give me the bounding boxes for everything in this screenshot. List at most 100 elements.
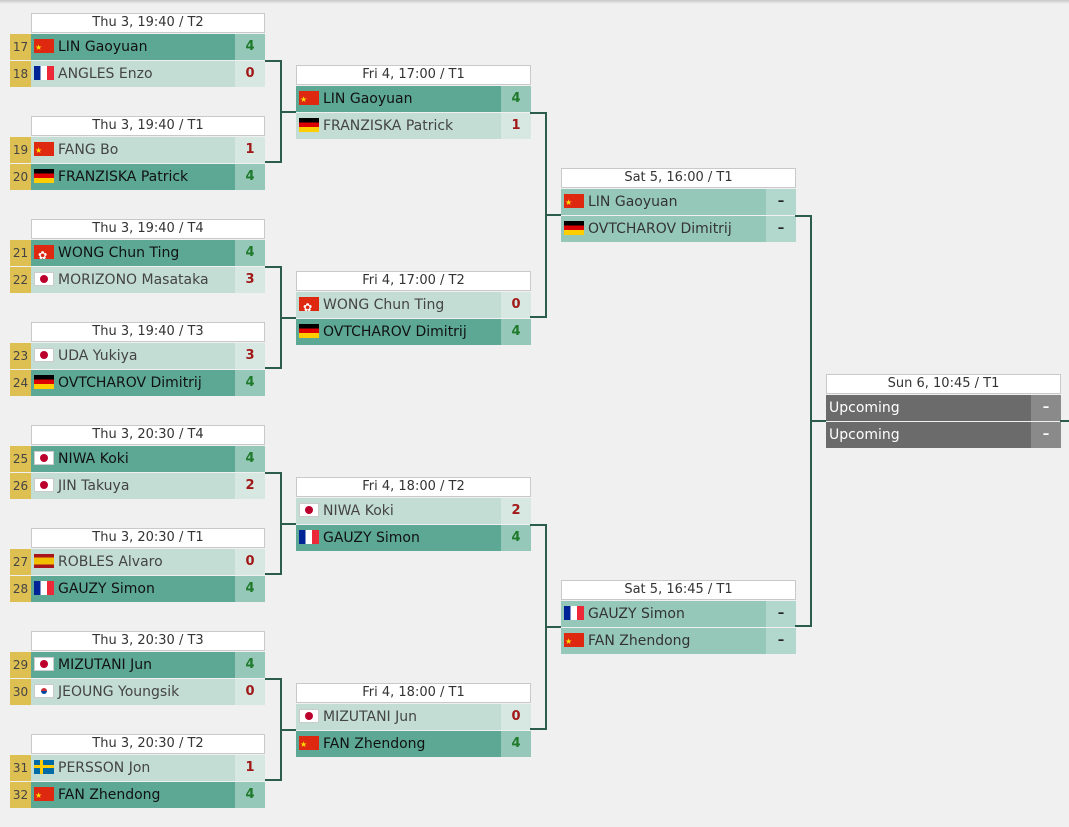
flag-es-icon xyxy=(34,554,54,568)
match-schedule: Thu 3, 20:30 / T4 xyxy=(31,425,265,445)
player-name-cell[interactable]: FANG Bo xyxy=(31,137,235,163)
player-name-cell[interactable]: JEOUNG Youngsik xyxy=(31,679,235,705)
flag-fr-icon xyxy=(34,581,54,595)
bracket-connector xyxy=(795,215,812,627)
player-name-cell[interactable]: GAUZY Simon xyxy=(561,601,766,627)
player-name-cell[interactable]: WONG Chun Ting xyxy=(31,240,235,266)
player-name-cell[interactable]: OVTCHAROV Dimitrij xyxy=(296,319,501,345)
player-name: FRANZISKA Patrick xyxy=(323,118,454,134)
player-name-cell[interactable]: NIWA Koki xyxy=(296,498,501,524)
player-score: 3 xyxy=(235,343,265,369)
player-name-cell[interactable]: LIN Gaoyuan xyxy=(31,34,235,60)
player-name-cell[interactable]: NIWA Koki xyxy=(31,446,235,472)
player-name-cell[interactable]: PERSSON Jon xyxy=(31,755,235,781)
player-name-cell[interactable]: FAN Zhendong xyxy=(561,628,766,654)
player-name: NIWA Koki xyxy=(58,451,129,467)
player-name-cell[interactable]: LIN Gaoyuan xyxy=(561,189,766,215)
player-name-cell[interactable]: FAN Zhendong xyxy=(31,782,235,808)
player-name-cell[interactable]: GAUZY Simon xyxy=(296,525,501,551)
player-row[interactable]: GAUZY Simon– xyxy=(561,601,796,627)
player-name-cell[interactable]: ROBLES Alvaro xyxy=(31,549,235,575)
match-card[interactable]: Thu 3, 19:40 / T421WONG Chun Ting422MORI… xyxy=(10,219,265,293)
player-name-cell[interactable]: MORIZONO Masataka xyxy=(31,267,235,293)
player-name-cell[interactable]: OVTCHAROV Dimitrij xyxy=(561,216,766,242)
player-name-cell[interactable]: FRANZISKA Patrick xyxy=(31,164,235,190)
player-row[interactable]: FAN Zhendong– xyxy=(561,628,796,654)
player-name-cell[interactable]: JIN Takuya xyxy=(31,473,235,499)
player-name-cell[interactable]: LIN Gaoyuan xyxy=(296,86,501,112)
match-card[interactable]: Thu 3, 19:40 / T217LIN Gaoyuan418ANGLES … xyxy=(10,13,265,87)
player-name-cell[interactable]: UDA Yukiya xyxy=(31,343,235,369)
player-name: OVTCHAROV Dimitrij xyxy=(588,221,732,237)
player-name-cell[interactable]: MIZUTANI Jun xyxy=(296,704,501,730)
player-name-cell[interactable]: FRANZISKA Patrick xyxy=(296,113,501,139)
player-row[interactable]: OVTCHAROV Dimitrij– xyxy=(561,216,796,242)
match-schedule: Thu 3, 19:40 / T2 xyxy=(31,13,265,33)
bracket-connector xyxy=(265,266,282,369)
bracket-connector xyxy=(265,472,282,575)
match-card[interactable]: Fri 4, 17:00 / T2WONG Chun Ting0OVTCHARO… xyxy=(296,271,531,345)
player-row[interactable]: Upcoming– xyxy=(826,395,1061,421)
player-name-cell[interactable]: OVTCHAROV Dimitrij xyxy=(31,370,235,396)
player-name-cell[interactable]: MIZUTANI Jun xyxy=(31,652,235,678)
player-name-cell[interactable]: WONG Chun Ting xyxy=(296,292,501,318)
seed-number: 30 xyxy=(10,679,31,705)
match-schedule: Fri 4, 17:00 / T1 xyxy=(296,65,531,85)
player-name: OVTCHAROV Dimitrij xyxy=(58,375,202,391)
match-card[interactable]: Sat 5, 16:00 / T1LIN Gaoyuan–OVTCHAROV D… xyxy=(561,168,796,242)
player-row[interactable]: LIN Gaoyuan– xyxy=(561,189,796,215)
player-name-cell[interactable]: Upcoming xyxy=(826,395,1031,421)
player-name-cell[interactable]: FAN Zhendong xyxy=(296,731,501,757)
flag-jp-icon xyxy=(34,478,54,492)
player-score: – xyxy=(1031,395,1061,421)
player-row[interactable]: Upcoming– xyxy=(826,422,1061,448)
player-score: 0 xyxy=(235,549,265,575)
player-name: JIN Takuya xyxy=(58,478,130,494)
player-score: 4 xyxy=(235,782,265,808)
player-name-cell[interactable]: ANGLES Enzo xyxy=(31,61,235,87)
seed-number: 24 xyxy=(10,370,31,396)
player-row[interactable]: 19FANG Bo1 xyxy=(10,137,265,163)
player-name-cell[interactable]: GAUZY Simon xyxy=(31,576,235,602)
player-name-cell[interactable]: Upcoming xyxy=(826,422,1031,448)
flag-jp-icon xyxy=(34,348,54,362)
seed-number: 17 xyxy=(10,34,31,60)
bracket-connector xyxy=(530,112,547,318)
player-score: – xyxy=(766,189,796,215)
match-schedule: Fri 4, 18:00 / T2 xyxy=(296,477,531,497)
